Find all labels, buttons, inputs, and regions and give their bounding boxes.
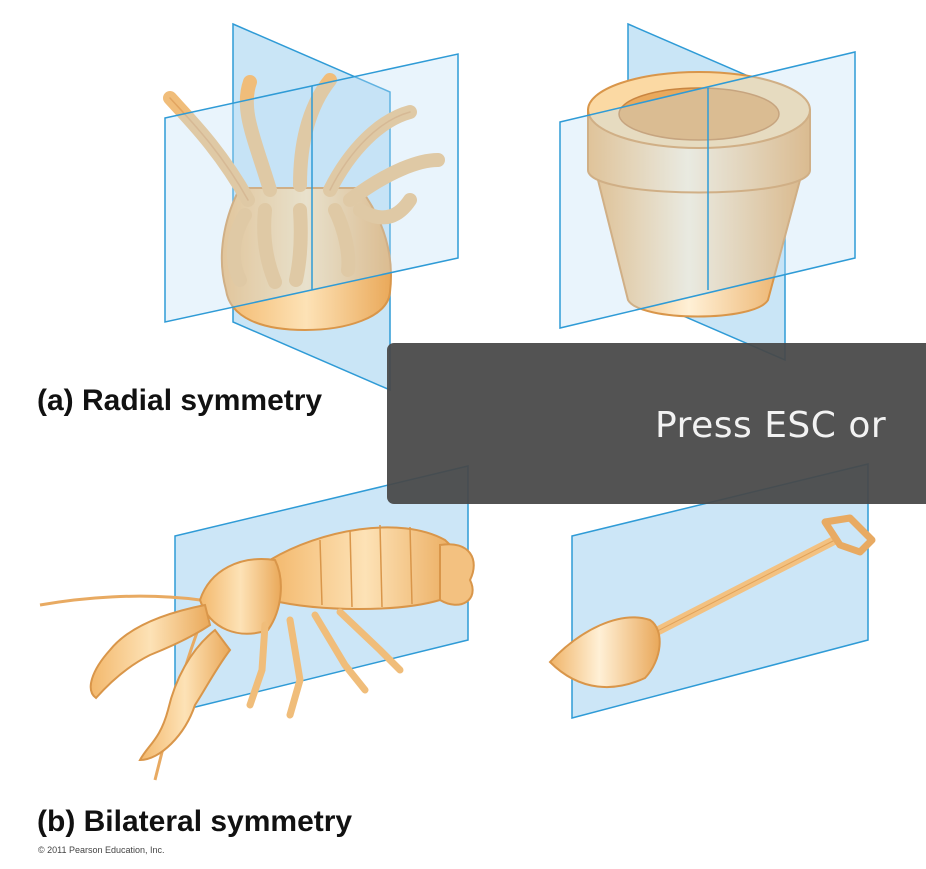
- sea-anemone-icon: [163, 73, 445, 332]
- sea-anemone-group: [163, 22, 459, 392]
- shovel-icon: [548, 514, 876, 688]
- flower-pot-group: [559, 22, 856, 362]
- shovel-group: [548, 463, 876, 719]
- crayfish-icon: [39, 524, 475, 781]
- radial-symmetry-caption: (a) Radial symmetry: [37, 384, 323, 417]
- fullscreen-exit-overlay[interactable]: Press ESC or: [387, 343, 926, 504]
- flower-pot-icon: [587, 71, 811, 318]
- copyright-notice: © 2011 Pearson Education, Inc.: [38, 845, 165, 855]
- crayfish-group: [39, 465, 475, 781]
- bilateral-symmetry-caption: (b) Bilateral symmetry: [37, 805, 353, 838]
- esc-hint-text: Press ESC or: [655, 405, 887, 446]
